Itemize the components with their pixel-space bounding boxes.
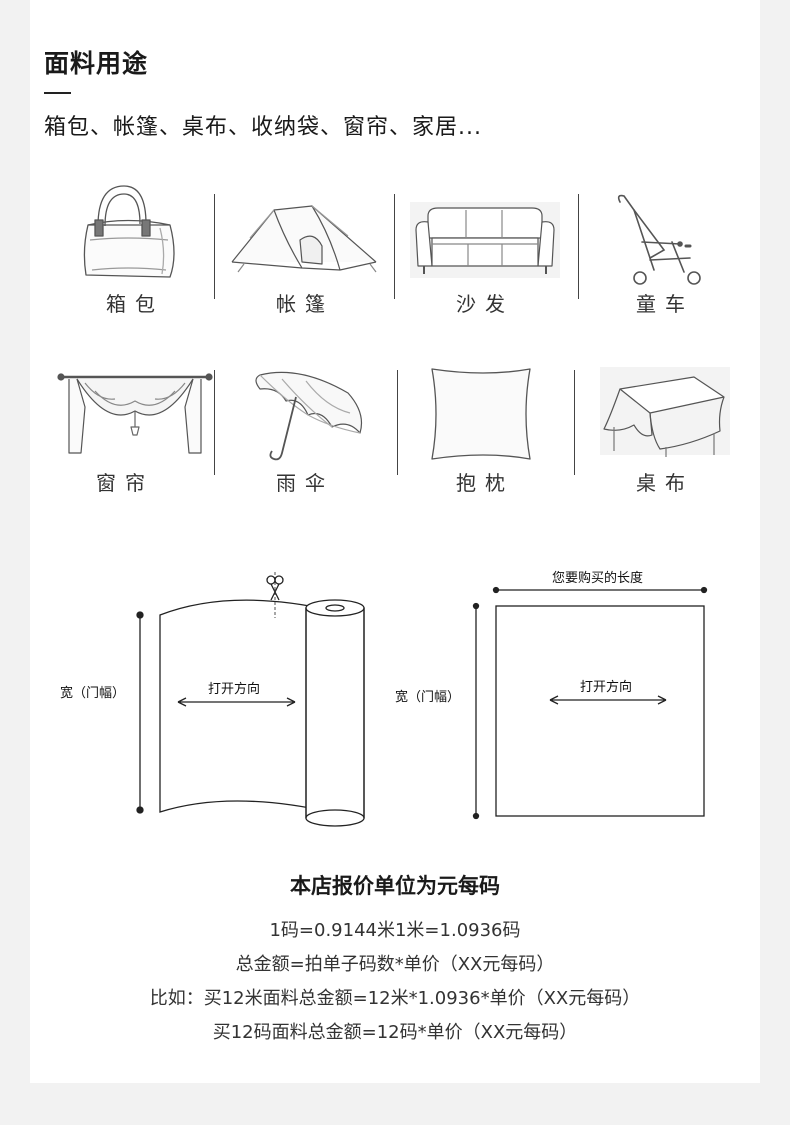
column-divider [214,370,215,475]
umbrella-icon [255,371,363,461]
column-divider [574,370,575,475]
pricing-line: 买12码面料总金额=12码*单价（XX元每码） [212,1022,578,1043]
usage-label-stroller: 童车 [636,292,694,316]
column-divider [578,194,579,299]
usage-item-tablecloth: 桌布 [590,367,740,502]
usage-label-sofa: 沙发 [456,292,514,316]
usage-item-curtain: 窗帘 [55,367,213,502]
usage-label-tent: 帐篷 [276,292,334,316]
usage-summary: 箱包、帐篷、桌布、收纳袋、窗帘、家居... [44,115,482,140]
cut-direction-label: 打开方向 [580,680,633,695]
roll-width-label: 宽（门幅） [60,686,126,701]
usage-label-umbrella: 雨伞 [276,471,334,495]
usage-item-pillow: 抱枕 [410,367,560,502]
curtain-icon [57,373,213,454]
column-divider [214,194,215,299]
pillow-icon [431,368,531,460]
column-divider [397,370,398,475]
usage-item-tent: 帐篷 [230,180,380,316]
stroller-icon [617,194,701,285]
pricing-line: 比如：买12米面料总金额=12米*1.0936*单价（XX元每码） [149,988,641,1009]
usage-label-curtain: 窗帘 [96,471,154,495]
roll-direction-label: 打开方向 [208,682,261,697]
pricing-line: 总金额=拍单子码数*单价（XX元每码） [235,954,555,975]
tablecloth-icon [600,367,730,457]
tent-icon [231,205,377,273]
content-card [30,0,760,1083]
purchase-length-label: 您要购买的长度 [552,571,644,586]
column-divider [394,194,395,299]
pricing-line: 1码=0.9144米1米=1.0936码 [269,920,521,941]
usage-item-sofa: 沙发 [410,180,560,316]
usage-item-bag: 箱包 [60,180,210,316]
usage-item-umbrella: 雨伞 [230,367,380,502]
sofa-icon [410,202,560,278]
usage-label-pillow: 抱枕 [456,471,514,495]
pricing-title: 本店报价单位为元每码 [290,874,500,898]
usage-item-stroller: 童车 [590,180,740,316]
page-title: 面料用途 [44,49,149,78]
cut-width-label: 宽（门幅） [395,690,461,705]
fabric-roll-diagram [136,572,365,827]
handbag-icon [83,185,175,278]
usage-label-bag: 箱包 [106,292,164,316]
cut-length-diagram [472,586,708,820]
title-underline [44,92,71,94]
usage-label-tablecloth: 桌布 [636,471,694,495]
